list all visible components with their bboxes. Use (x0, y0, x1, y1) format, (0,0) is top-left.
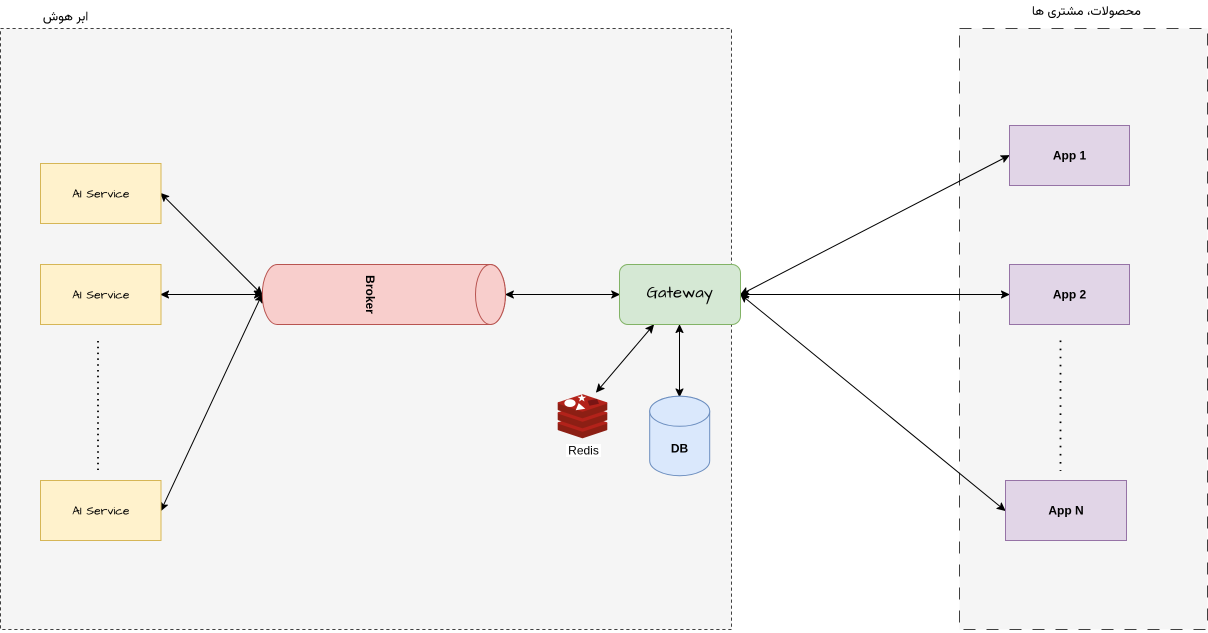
svg-text:Redis: Redis (568, 444, 599, 458)
svg-text:App 2: App 2 (1053, 288, 1087, 302)
svg-text:App 1: App 1 (1053, 149, 1087, 163)
svg-text:App N: App N (1048, 504, 1083, 518)
svg-text:Broker: Broker (363, 275, 377, 314)
svg-text:DB: DB (671, 442, 689, 456)
